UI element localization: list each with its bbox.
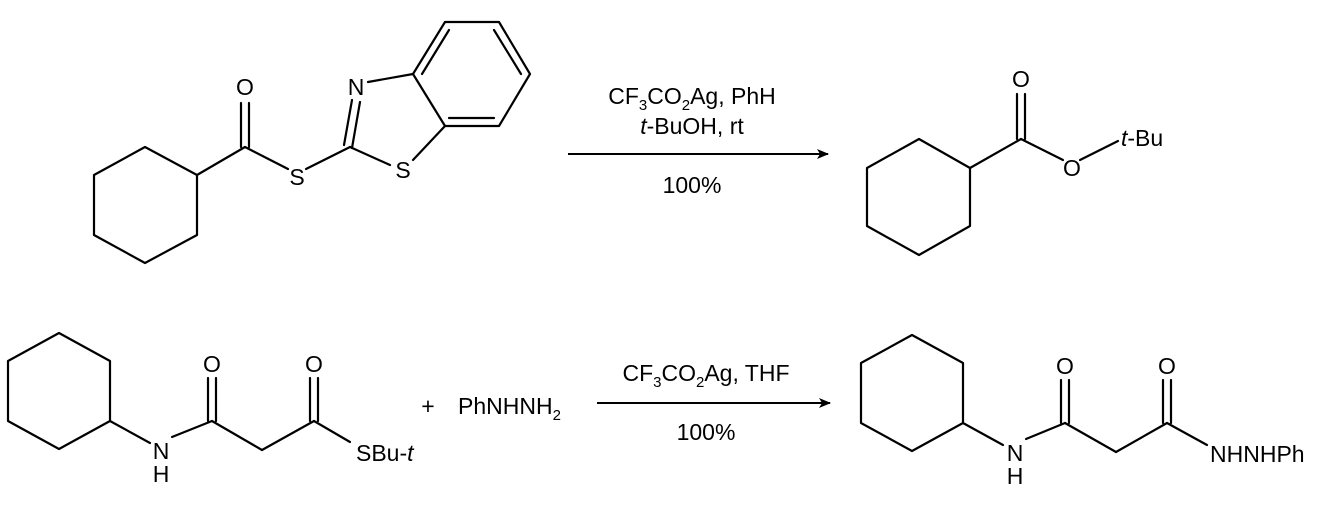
atom-o-2: O <box>305 351 323 377</box>
bond-carbonyl-hydrazide <box>1165 421 1209 447</box>
yield-2: 100% <box>677 419 736 445</box>
atom-o-1: O <box>1056 353 1074 379</box>
tert-butyl-label: t-Bu <box>1121 125 1163 151</box>
bond-carbonyl-ch2 <box>1063 421 1118 454</box>
atom-n: N <box>153 438 170 464</box>
bond-c2-n-b <box>350 100 362 150</box>
bond-carbonyl-s <box>312 419 352 444</box>
condition-reagent-line: CF3CO2Ag, THF <box>622 360 789 391</box>
bond-sulfur-c2 <box>304 145 352 171</box>
reaction-1: O S N S CF3CO2Ag, PhH t-BuOH, rt 100% O … <box>92 20 1163 265</box>
reactant-thioester-amide: O O N H SBu-t <box>6 331 415 487</box>
benzene-inner-2 <box>492 28 523 76</box>
bond-ch2-carbonyl-2 <box>1114 421 1169 454</box>
bond-s-ring-c7a <box>411 124 447 162</box>
bond-nh-carbonyl <box>1024 421 1067 441</box>
reaction-2: O O N H SBu-t + PhNHNH2 CF3CO2Ag, THF 10… <box>6 331 1305 489</box>
atom-o-1: O <box>203 351 221 377</box>
atom-o-2: O <box>1158 353 1176 379</box>
bond-ring-carbonyl <box>968 137 1023 170</box>
yield-1: 100% <box>663 172 722 198</box>
benzene-ring <box>411 20 532 128</box>
atom-o: O <box>236 74 254 100</box>
bond-c2-s-ring <box>348 145 392 167</box>
atom-n: N <box>1007 440 1024 466</box>
atom-o-ester: O <box>1063 155 1081 181</box>
atom-s-ring: S <box>395 157 410 183</box>
hydrazide-label: NHNHPh <box>1210 441 1305 467</box>
atom-o-carbonyl: O <box>1012 66 1030 92</box>
bond-n-c3a <box>366 72 415 84</box>
conditions-1: CF3CO2Ag, PhH t-BuOH, rt 100% <box>568 83 829 198</box>
atom-s-thioester: S <box>289 164 304 190</box>
condition-solvent-line: t-BuOH, rt <box>640 113 744 139</box>
benzene-inner-3 <box>420 28 451 76</box>
atom-h: H <box>1007 463 1024 489</box>
cyclohexane-ring <box>6 331 112 451</box>
condition-reagent-line: CF3CO2Ag, PhH <box>608 83 776 114</box>
bond-c2-n-a <box>342 98 354 147</box>
bond-nh-carbonyl <box>170 419 214 439</box>
atom-n: N <box>348 74 365 100</box>
cyclohexane-ring <box>92 145 199 265</box>
bond-ring-nh <box>961 421 1005 447</box>
atom-h: H <box>153 461 170 487</box>
reagent-phenylhydrazine: PhNHNH2 <box>458 393 561 424</box>
reactant-thioester: O S N S <box>92 20 532 265</box>
bond-carbonyl-sulfur <box>243 145 290 171</box>
cyclohexane-ring <box>859 333 965 453</box>
cyclohexane-ring <box>865 137 972 257</box>
bond-carbonyl-oxygen <box>1019 137 1065 162</box>
product-hydrazide: O O N H NHNHPh <box>859 333 1305 489</box>
product-ester: O O t-Bu <box>865 66 1163 257</box>
bond-ch2-carbonyl-2 <box>260 419 316 452</box>
s-tert-butyl-label: SBu-t <box>356 440 415 466</box>
bond-carbonyl-ch2 <box>210 419 264 452</box>
plus-sign: + <box>421 393 434 419</box>
bond-ring-carbonyl <box>195 145 247 177</box>
bond-oxygen-tbu <box>1078 139 1120 162</box>
conditions-2: CF3CO2Ag, THF 100% <box>597 360 831 445</box>
bond-ring-nh <box>108 419 152 445</box>
